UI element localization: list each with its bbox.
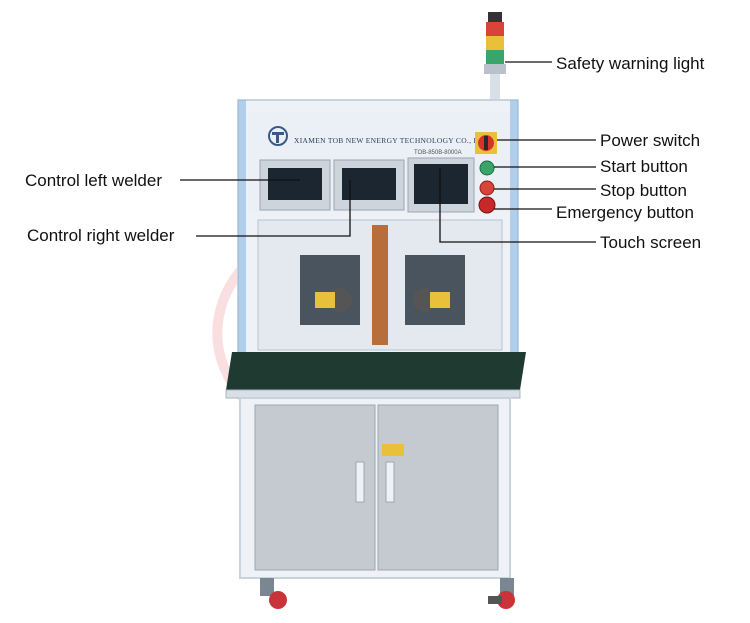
stop-button[interactable] (479, 180, 495, 196)
label-touch-screen: Touch screen (600, 233, 702, 252)
label-power-switch: Power switch (600, 131, 701, 150)
warning-sticker (382, 444, 404, 456)
casters (260, 578, 515, 609)
lower-cabinet (239, 397, 511, 579)
start-button[interactable] (479, 160, 495, 176)
label-emergency-button: Emergency button (556, 203, 694, 222)
label-control-left-welder: Control left welder (25, 171, 163, 190)
brand-text: XIAMEN TOB NEW ENERGY TECHNOLOGY CO., LT… (294, 136, 489, 145)
label-control-right-welder: Control right welder (27, 226, 175, 245)
safety-warning-light (484, 12, 506, 104)
label-start-button: Start button (600, 157, 688, 176)
left-welder-display (268, 168, 322, 200)
left-cabinet-door (254, 404, 376, 571)
label-stop-button: Stop button (600, 181, 687, 200)
logo-mark (268, 126, 288, 146)
emergency-button[interactable] (478, 196, 496, 214)
left-fixture (315, 292, 335, 308)
right-welder-controller (333, 159, 405, 211)
right-welding-head (405, 255, 465, 325)
left-welding-head (300, 255, 360, 325)
right-fixture (430, 292, 450, 308)
table-top (225, 352, 526, 399)
work-chamber (257, 219, 503, 351)
power-switch[interactable] (475, 132, 497, 154)
callout-lines (180, 61, 596, 243)
touch-screen[interactable] (407, 157, 475, 213)
right-door-handle (385, 461, 395, 503)
label-safety-warning-light: Safety warning light (556, 54, 705, 73)
left-door-handle (355, 461, 365, 503)
right-welder-display (342, 168, 396, 200)
copper-electrode (372, 225, 388, 345)
left-welder-controller (259, 159, 331, 211)
model-plate: TOB-850B-8000A (414, 150, 462, 156)
right-cabinet-door (377, 404, 499, 571)
